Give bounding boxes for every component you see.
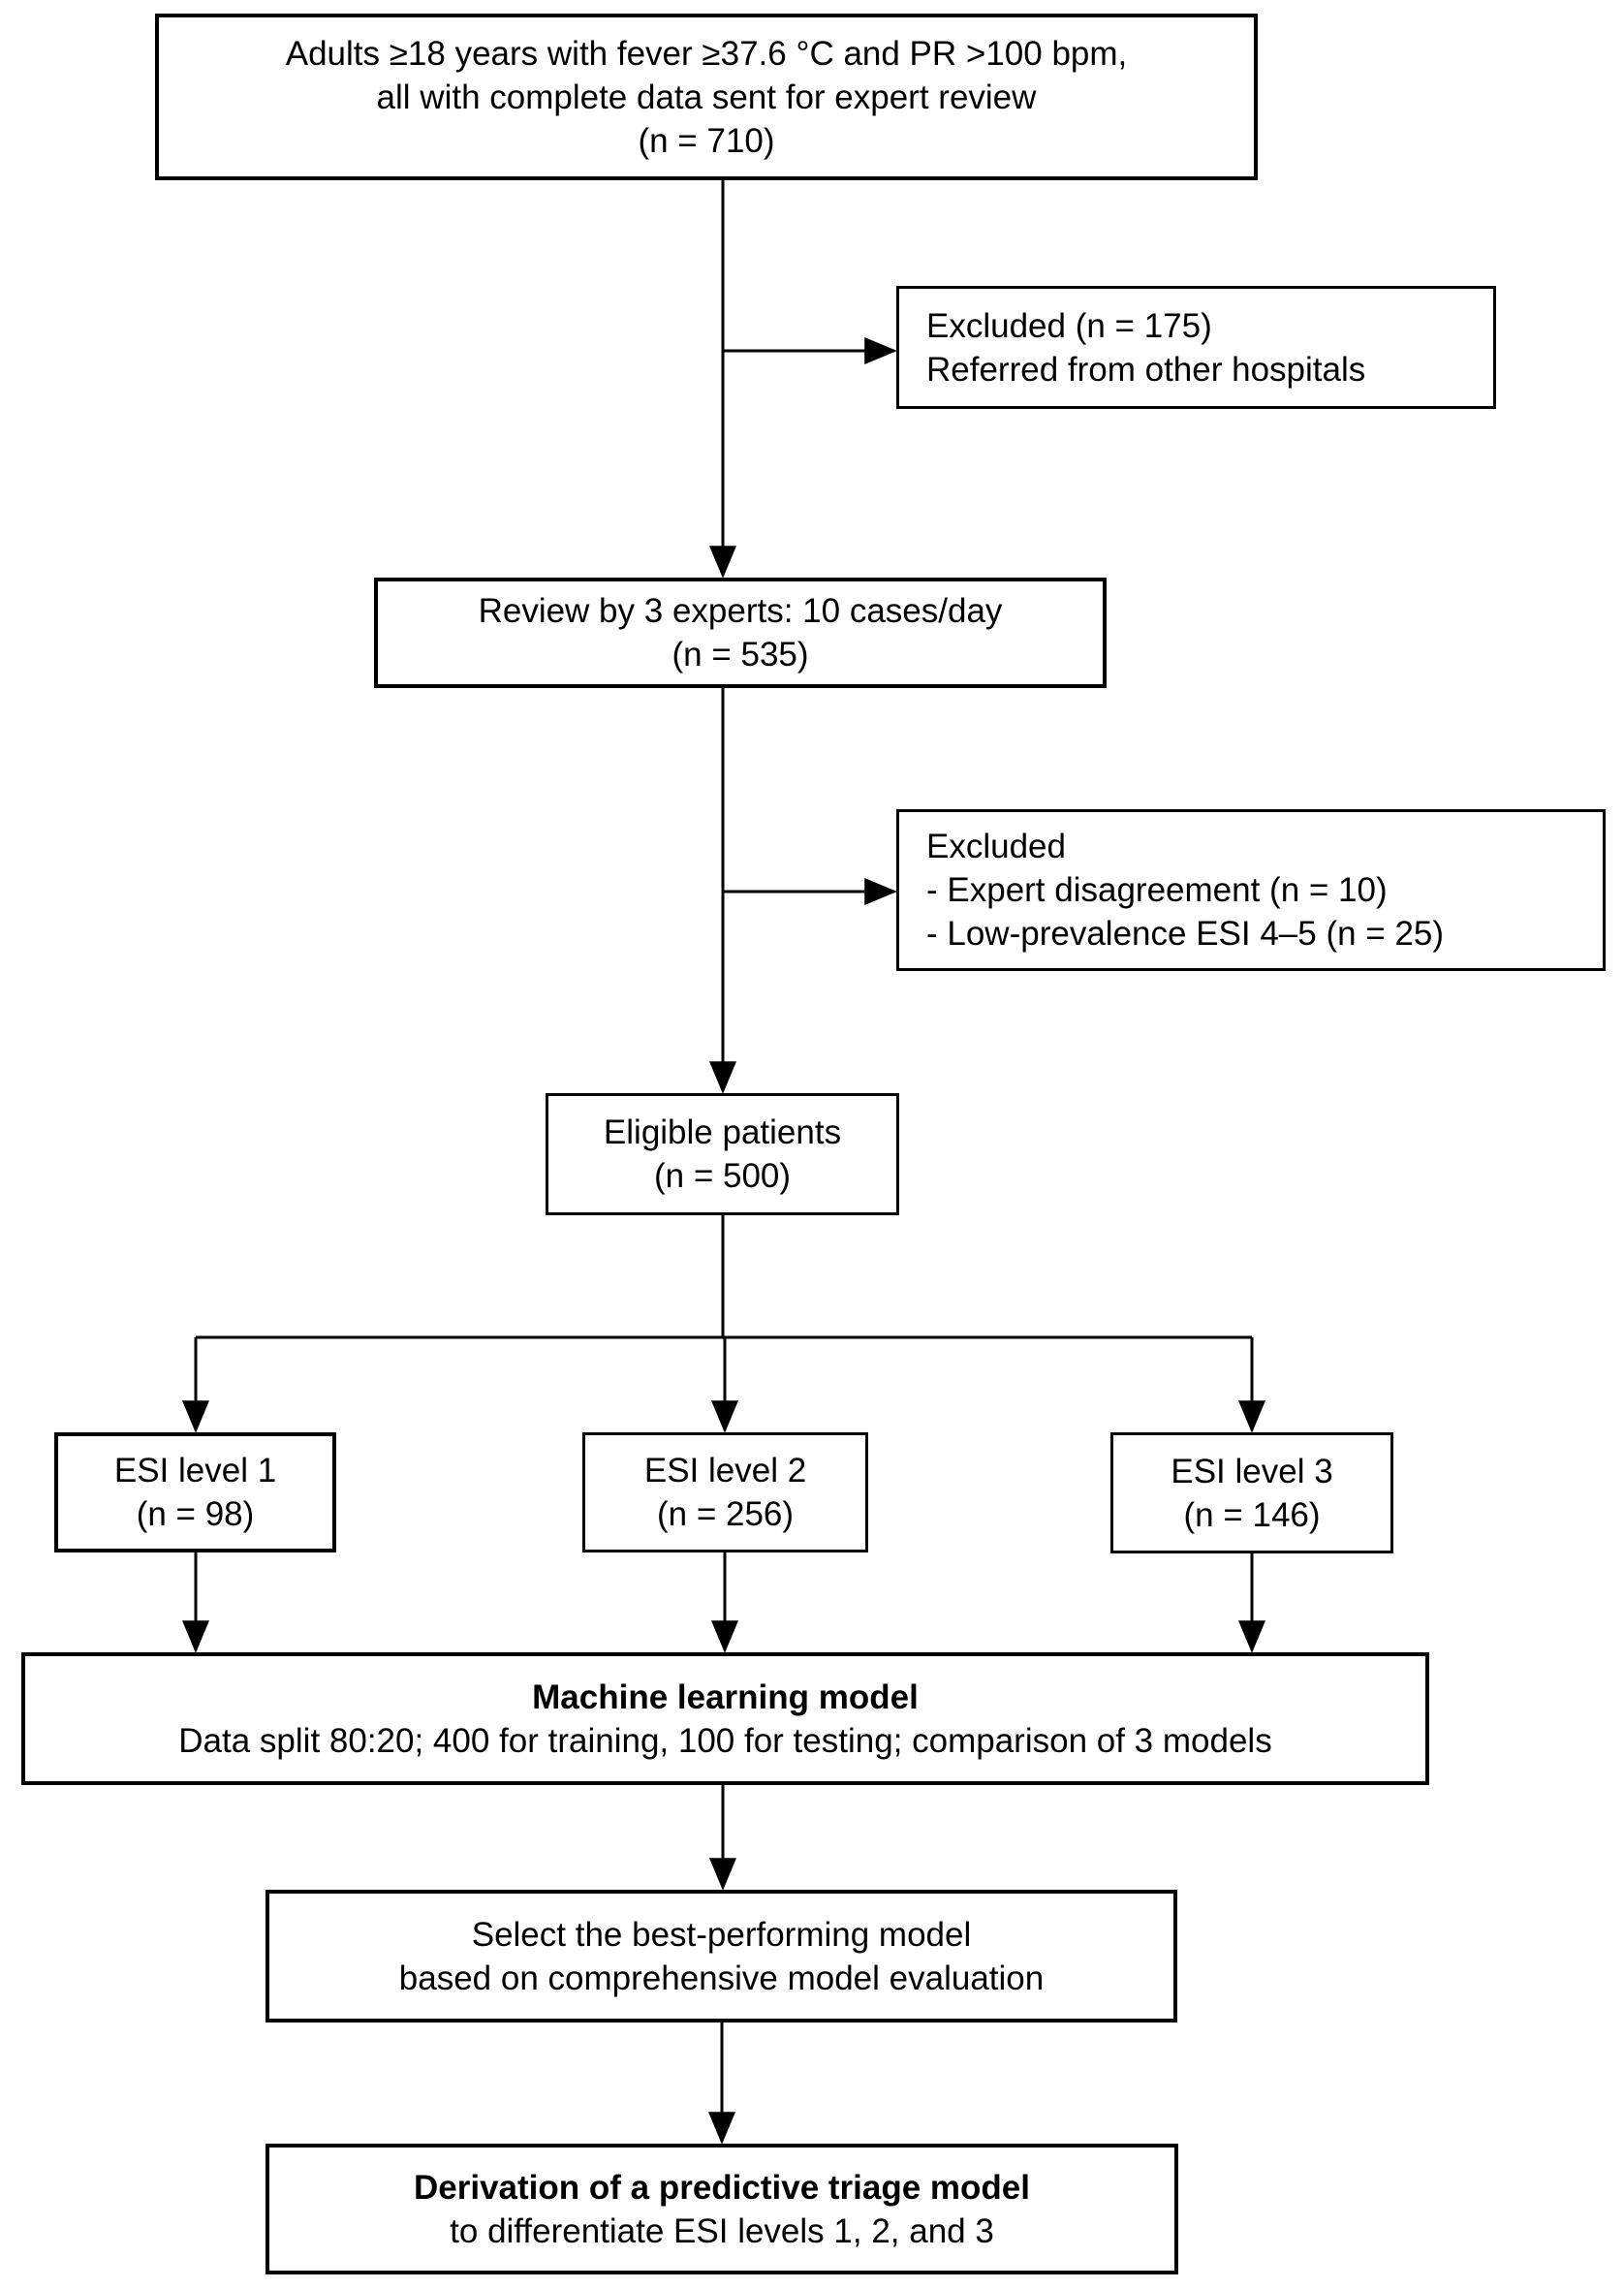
select-model-line-1: Select the best-performing model xyxy=(471,1915,972,1954)
box-machine-learning-model: Machine learning model Data split 80:20;… xyxy=(21,1652,1429,1785)
excluded-referred-reason: Referred from other hospitals xyxy=(926,350,1366,389)
ml-model-title: Machine learning model xyxy=(532,1678,919,1716)
box-excluded-other: Excluded - Expert disagreement (n = 10) … xyxy=(896,809,1606,971)
eligible-label: Eligible patients xyxy=(603,1113,842,1151)
ml-model-subtitle: Data split 80:20; 400 for training, 100 … xyxy=(178,1721,1272,1760)
esi2-count: (n = 256) xyxy=(656,1495,795,1533)
box-excluded-referred: Excluded (n = 175) Referred from other h… xyxy=(896,286,1496,409)
box-esi-level-2: ESI level 2 (n = 256) xyxy=(582,1432,868,1552)
select-model-line-2: based on comprehensive model evaluation xyxy=(398,1959,1045,1997)
excluded-other-reason-2: - Low-prevalence ESI 4–5 (n = 25) xyxy=(926,915,1445,953)
esi3-count: (n = 146) xyxy=(1183,1495,1321,1534)
excluded-other-reason-1: - Expert disagreement (n = 10) xyxy=(926,871,1388,909)
box-esi-level-1: ESI level 1 (n = 98) xyxy=(54,1432,336,1552)
box-expert-review: Review by 3 experts: 10 cases/day (n = 5… xyxy=(374,578,1107,688)
esi1-count: (n = 98) xyxy=(136,1495,255,1533)
box-derivation-triage-model: Derivation of a predictive triage model … xyxy=(265,2144,1178,2274)
expert-review-line: Review by 3 experts: 10 cases/day xyxy=(478,592,1003,630)
excluded-referred-title: Excluded (n = 175) xyxy=(926,306,1212,345)
esi1-label: ESI level 1 xyxy=(113,1452,277,1489)
esi3-label: ESI level 3 xyxy=(1171,1452,1333,1490)
expert-review-count: (n = 535) xyxy=(671,636,809,674)
connector-eligible-split xyxy=(196,1215,1252,1339)
screened-line-2: all with complete data sent for expert r… xyxy=(376,78,1037,116)
eligible-count: (n = 500) xyxy=(653,1157,792,1195)
derivation-subtitle: to differentiate ESI levels 1, 2, and 3 xyxy=(450,2211,994,2250)
excluded-other-title: Excluded xyxy=(926,828,1066,865)
derivation-title: Derivation of a predictive triage model xyxy=(414,2168,1030,2207)
screened-line-1: Adults ≥18 years with fever ≥37.6 °C and… xyxy=(285,34,1128,73)
box-select-best-model: Select the best-performing model based o… xyxy=(265,1890,1177,2022)
screened-count: (n = 710) xyxy=(638,121,775,160)
box-eligible-patients: Eligible patients (n = 500) xyxy=(546,1093,899,1215)
box-esi-level-3: ESI level 3 (n = 146) xyxy=(1110,1432,1393,1553)
box-screened-population: Adults ≥18 years with fever ≥37.6 °C and… xyxy=(155,14,1258,180)
esi2-label: ESI level 2 xyxy=(643,1452,807,1489)
